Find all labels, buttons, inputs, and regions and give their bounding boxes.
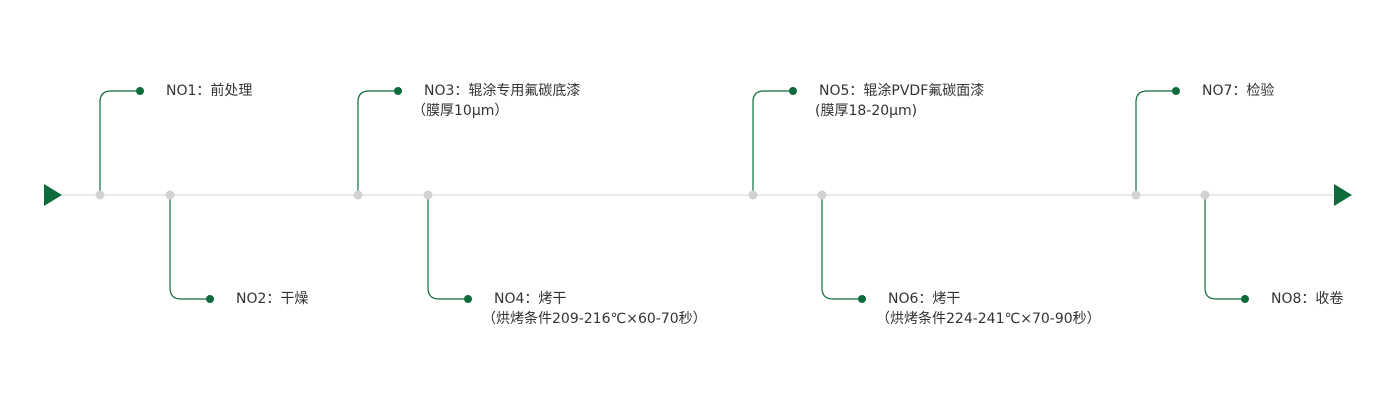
- step-2-label: NO2：干燥: [236, 289, 308, 309]
- step-3-axis-node: [353, 190, 363, 200]
- step-6-connector: [821, 195, 862, 300]
- step-4-connector: [427, 195, 468, 300]
- step-1-label: NO1：前处理: [166, 81, 252, 101]
- step-3-note: （膜厚10μm）: [412, 103, 509, 119]
- step-8-end-dot: [1241, 295, 1249, 303]
- step-5-label: NO5：辊涂PVDF氟碳面漆 (膜厚18-20μm): [815, 81, 985, 121]
- step-3-label: NO3：辊涂专用氟碳底漆 （膜厚10μm）: [412, 81, 581, 121]
- step-6-title: NO6：烤干: [888, 291, 961, 307]
- step-2-connector: [169, 195, 210, 300]
- step-5-connector: [752, 90, 793, 195]
- step-5-note: (膜厚18-20μm): [815, 103, 918, 119]
- step-3-connector: [357, 90, 398, 195]
- step-4-note: （烘烤条件209-216℃×60-70秒）: [482, 311, 707, 327]
- step-8-connector: [1204, 195, 1245, 300]
- step-5-axis-node: [748, 190, 758, 200]
- step-8-axis-node: [1200, 190, 1210, 200]
- timeline-end-arrow-icon: [1334, 184, 1352, 206]
- step-5-end-dot: [789, 87, 797, 95]
- step-1-end-dot: [136, 87, 144, 95]
- step-6-label: NO6：烤干 （烘烤条件224-241℃×70-90秒）: [876, 289, 1101, 329]
- step-7-label: NO7：检验: [1202, 81, 1274, 101]
- step-6-axis-node: [817, 190, 827, 200]
- step-7-end-dot: [1172, 87, 1180, 95]
- step-7-title: NO7：检验: [1202, 83, 1275, 99]
- step-3-title: NO3：辊涂专用氟碳底漆: [424, 83, 581, 99]
- step-4-end-dot: [464, 295, 472, 303]
- step-2-axis-node: [165, 190, 175, 200]
- step-5-title: NO5：辊涂PVDF氟碳面漆: [819, 83, 985, 99]
- step-8-title: NO8：收卷: [1271, 291, 1344, 307]
- step-6-note: （烘烤条件224-241℃×70-90秒）: [876, 311, 1101, 327]
- step-4-axis-node: [423, 190, 433, 200]
- step-8-label: NO8：收卷: [1271, 289, 1343, 309]
- step-1-axis-node: [95, 190, 105, 200]
- step-2-title: NO2：干燥: [236, 291, 309, 307]
- step-4-title: NO4：烤干: [494, 291, 567, 307]
- step-2-end-dot: [206, 295, 214, 303]
- step-7-axis-node: [1131, 190, 1141, 200]
- step-4-label: NO4：烤干 （烘烤条件209-216℃×60-70秒）: [482, 289, 707, 329]
- step-3-end-dot: [394, 87, 402, 95]
- step-6-end-dot: [858, 295, 866, 303]
- step-1-connector: [99, 90, 140, 195]
- timeline-start-arrow-icon: [44, 184, 62, 206]
- step-7-connector: [1135, 90, 1176, 195]
- step-1-title: NO1：前处理: [166, 83, 253, 99]
